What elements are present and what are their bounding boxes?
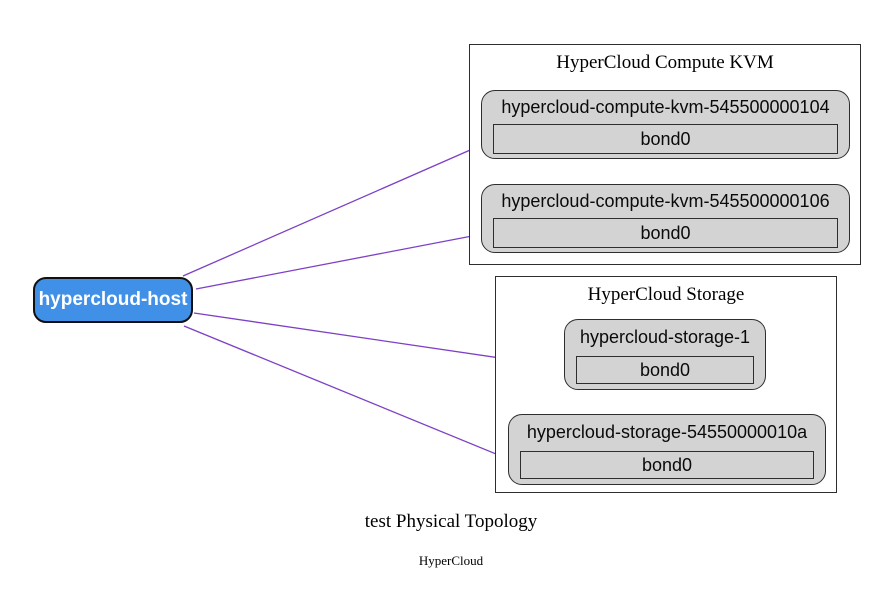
edge-host-to-compute-104-bond0 (182, 139, 494, 277)
cluster-title-storage: HyperCloud Storage (587, 284, 745, 305)
port-bond0: bond0 (576, 356, 754, 384)
node-hypercloud-storage-54550000010a: hypercloud-storage-54550000010a bond0 (508, 414, 826, 485)
node-hypercloud-compute-kvm-545500000106: hypercloud-compute-kvm-545500000106 bond… (481, 184, 850, 253)
edge-host-to-compute-106-bond0 (195, 231, 494, 290)
cluster-title-compute-kvm: HyperCloud Compute KVM (556, 52, 774, 73)
node-label: hypercloud-compute-kvm-545500000106 (501, 191, 830, 211)
node-hypercloud-host: hypercloud-host (33, 277, 193, 323)
node-hypercloud-storage-1: hypercloud-storage-1 bond0 (564, 319, 766, 390)
cluster-hypercloud-storage: HyperCloud Storage hypercloud-storage-1 … (495, 276, 837, 493)
port-bond0: bond0 (493, 124, 838, 154)
node-label: hypercloud-storage-54550000010a (526, 422, 808, 442)
edge-host-to-storage-010a-bond0 (183, 325, 519, 464)
graph-title: test Physical Topology (364, 511, 538, 532)
cluster-hypercloud-compute-kvm: HyperCloud Compute KVM hypercloud-comput… (469, 44, 861, 265)
node-label: hypercloud-storage-1 (579, 327, 751, 347)
graph-subtitle: HyperCloud (418, 553, 484, 568)
host-label: hypercloud-host (38, 289, 188, 310)
port-bond0: bond0 (493, 218, 838, 248)
node-hypercloud-compute-kvm-545500000104: hypercloud-compute-kvm-545500000104 bond… (481, 90, 850, 159)
port-bond0: bond0 (520, 451, 814, 479)
node-label: hypercloud-compute-kvm-545500000104 (501, 97, 830, 117)
